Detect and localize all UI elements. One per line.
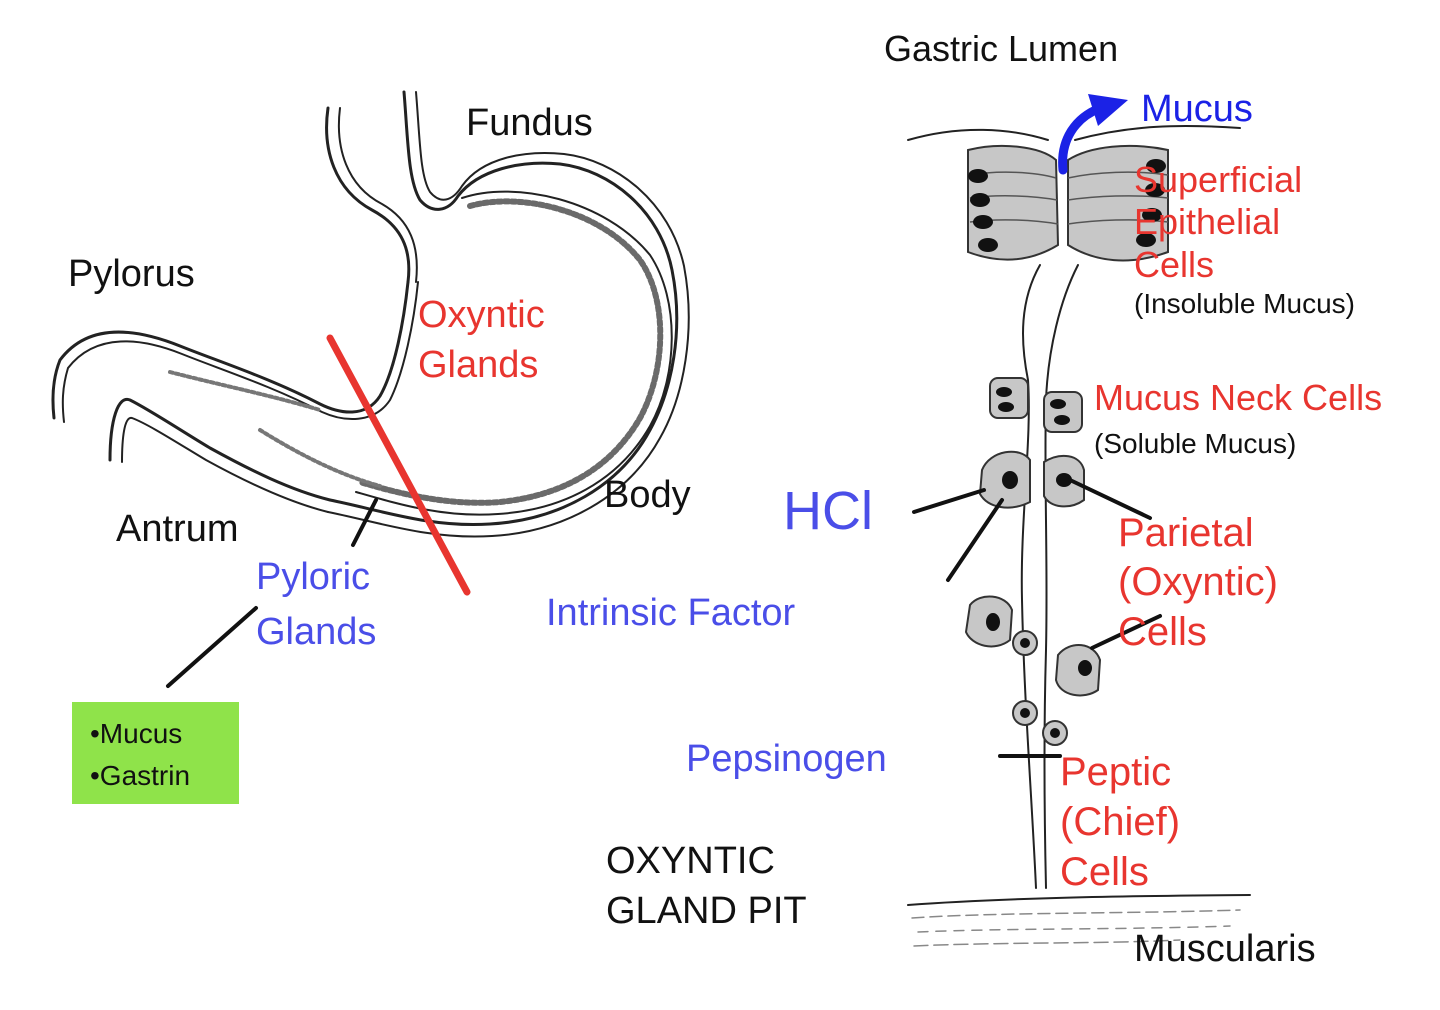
muscularis-label: Muscularis xyxy=(1134,928,1316,970)
peptic-label-line1: Peptic xyxy=(1060,750,1172,794)
mucus-neck-cells-label: Mucus Neck Cells xyxy=(1094,377,1383,418)
gastric-lumen-label: Gastric Lumen xyxy=(884,28,1119,69)
pylorus-label: Pylorus xyxy=(68,253,195,295)
mucus-label: Mucus xyxy=(1141,88,1253,130)
chief-cells xyxy=(1012,630,1068,746)
parietal-label-line2: (Oxyntic) xyxy=(1118,560,1278,604)
gastric-gland-illustration xyxy=(907,124,1251,947)
parietal-cells xyxy=(964,450,1102,697)
fundus-label: Fundus xyxy=(466,102,593,144)
pyloric-glands-label-line1: Pyloric xyxy=(256,556,371,598)
mucus-arrow xyxy=(1058,94,1128,175)
body-label: Body xyxy=(604,474,691,516)
superficial-epithelial-label-line2: Epithelial xyxy=(1134,201,1281,242)
pepsinogen-label: Pepsinogen xyxy=(686,738,887,780)
stomach-illustration xyxy=(51,90,690,538)
hcl-label: HCl xyxy=(783,481,873,541)
secretion-mucus: •Mucus xyxy=(90,718,183,749)
intrinsic-factor-label: Intrinsic Factor xyxy=(546,592,796,634)
parietal-label-line3: Cells xyxy=(1118,610,1207,654)
parietal-label-line1: Parietal xyxy=(1118,511,1254,555)
oxyntic-glands-label-line1: Oxyntic xyxy=(418,294,545,336)
pit-title-line2: GLAND PIT xyxy=(606,890,807,932)
peptic-label-line2: (Chief) xyxy=(1060,800,1181,844)
mucus-neck-cells xyxy=(989,377,1083,433)
superficial-epithelial-cells xyxy=(967,144,1169,262)
superficial-epithelial-label-line3: Cells xyxy=(1134,244,1215,285)
pyloric-glands-label-line2: Glands xyxy=(256,611,377,653)
soluble-mucus-label: (Soluble Mucus) xyxy=(1094,428,1297,459)
antrum-label: Antrum xyxy=(116,508,239,550)
pyloric-secretions-box: •Mucus •Gastrin xyxy=(72,702,239,804)
stomach-leader-lines xyxy=(166,498,378,688)
secretion-gastrin: •Gastrin xyxy=(90,760,191,791)
peptic-label-line3: Cells xyxy=(1060,850,1149,894)
gland-leader-lines xyxy=(912,478,1162,758)
antrum-body-divider xyxy=(326,334,471,596)
pit-title-line1: OXYNTIC xyxy=(606,840,775,882)
superficial-epithelial-label-line1: Superficial xyxy=(1134,159,1303,200)
insoluble-mucus-label: (Insoluble Mucus) xyxy=(1134,288,1355,319)
oxyntic-glands-label-line2: Glands xyxy=(418,344,539,386)
